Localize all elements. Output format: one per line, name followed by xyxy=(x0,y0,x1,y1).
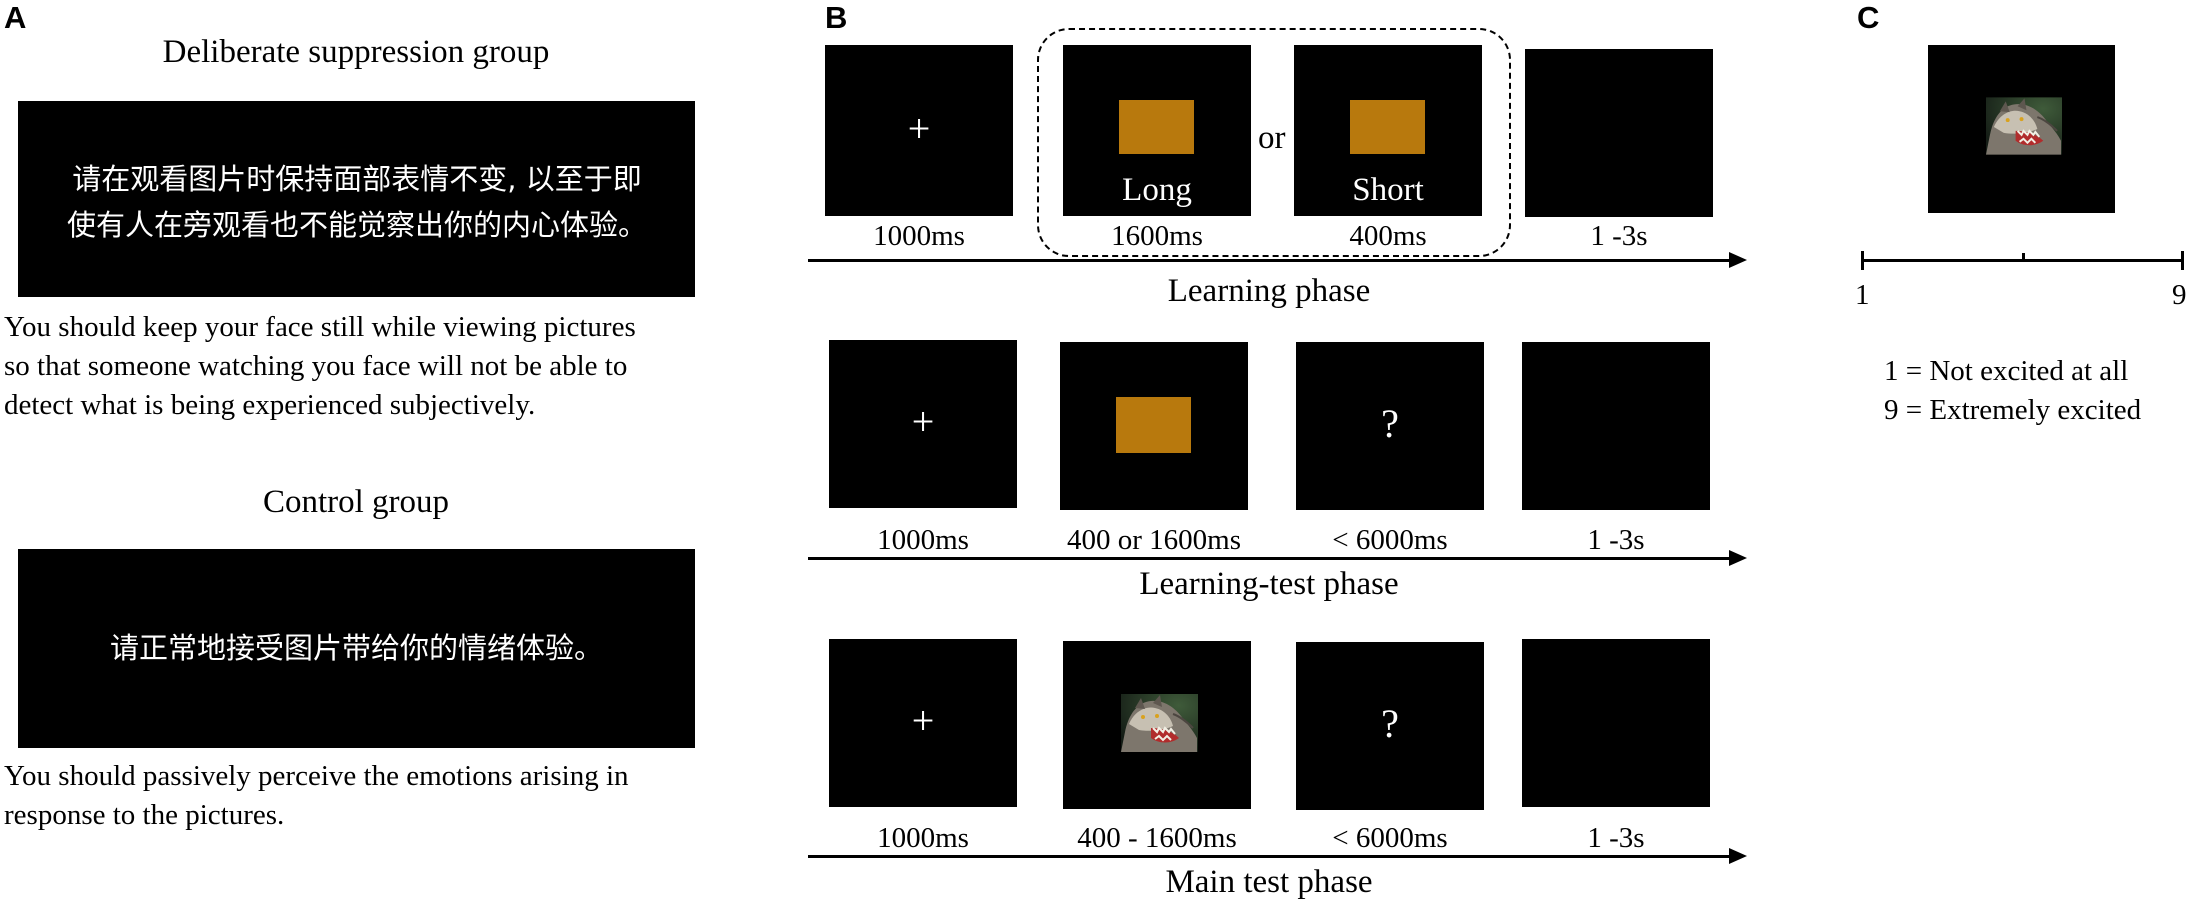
learning-duration-short: 400ms xyxy=(1349,220,1427,252)
main-test-fixation-screen: + xyxy=(829,639,1017,807)
rating-anchor-high: 9 = Extremely excited xyxy=(1884,394,2142,426)
learning-blank-screen xyxy=(1525,49,1713,217)
learning-test-phase-label: Learning-test phase xyxy=(1139,566,1399,602)
rating-stimulus-screen xyxy=(1928,45,2115,213)
panel-b-letter: B xyxy=(825,0,848,35)
control-group-title: Control group xyxy=(262,484,450,520)
learning-test-duration-blank: 1 -3s xyxy=(1587,524,1645,556)
question-mark: ? xyxy=(1381,401,1399,446)
main-test-duration-stimulus: 400 - 1600ms xyxy=(1077,822,1237,854)
suppression-english-line3: detect what is being experienced subject… xyxy=(4,389,536,421)
snarling-wolf-image xyxy=(1121,694,1198,752)
main-test-response-screen: ? xyxy=(1296,642,1484,810)
or-connector: or xyxy=(1258,120,1286,156)
learning-phase-label: Learning phase xyxy=(1167,273,1371,309)
suppression-instruction-screen: 请在观看图片时保持面部表情不变, 以至于即 使有人在旁观看也不能觉察出你的内心体… xyxy=(18,101,695,297)
orange-rectangle-stimulus xyxy=(1116,397,1191,453)
rating-scale-mid-tick xyxy=(2022,253,2025,260)
learning-test-response-screen: ? xyxy=(1296,342,1484,510)
rating-scale-anchors: 1 = Not excited at all 9 = Extremely exc… xyxy=(1884,352,2141,430)
main-test-duration-blank: 1 -3s xyxy=(1587,822,1645,854)
learning-test-duration-stimulus: 400 or 1600ms xyxy=(1067,524,1241,556)
suppression-instruction-chinese-line2: 使有人在旁观看也不能觉察出你的内心体验。 xyxy=(66,208,647,242)
rating-scale-right-tick xyxy=(2181,251,2184,270)
long-label: Long xyxy=(1122,172,1192,208)
learning-duration-long: 1600ms xyxy=(1111,220,1203,252)
panel-c-letter: C xyxy=(1857,0,1880,35)
rating-scale-left-tick xyxy=(1861,251,1864,270)
main-test-stimulus-screen xyxy=(1063,641,1251,809)
orange-rectangle-stimulus xyxy=(1119,100,1194,154)
fixation-cross: + xyxy=(911,399,935,444)
control-instruction-chinese: 请正常地接受图片带给你的情绪体验。 xyxy=(109,631,603,665)
main-test-duration-fixation: 1000ms xyxy=(877,822,969,854)
suppression-instruction-english: You should keep your face still while vi… xyxy=(4,308,636,425)
control-english-line1: You should passively perceive the emotio… xyxy=(4,760,629,792)
learning-duration-fixation: 1000ms xyxy=(873,220,965,252)
suppression-group-title: Deliberate suppression group xyxy=(162,34,550,70)
main-test-duration-response: < 6000ms xyxy=(1332,822,1448,854)
main-test-phase-label: Main test phase xyxy=(1165,864,1373,900)
learning-short-stimulus-screen: Short xyxy=(1294,45,1482,216)
main-test-blank-screen xyxy=(1522,639,1710,807)
control-instruction-screen: 请正常地接受图片带给你的情绪体验。 xyxy=(18,549,695,748)
suppression-english-line1: You should keep your face still while vi… xyxy=(4,311,636,343)
orange-rectangle-stimulus xyxy=(1350,100,1425,154)
learning-test-blank-screen xyxy=(1522,342,1710,510)
learning-timeline-arrow xyxy=(808,252,1747,268)
suppression-english-line2: so that someone watching you face will n… xyxy=(4,350,628,382)
fixation-cross: + xyxy=(911,698,935,743)
panel-a-letter: A xyxy=(4,0,27,35)
short-label: Short xyxy=(1352,172,1424,208)
fixation-cross: + xyxy=(907,106,931,151)
suppression-instruction-chinese-line1: 请在观看图片时保持面部表情不变, 以至于即 xyxy=(72,162,642,196)
rating-anchor-low: 1 = Not excited at all xyxy=(1884,355,2129,387)
learning-test-timeline-arrow xyxy=(808,550,1747,566)
rating-scale-line xyxy=(1862,259,2184,262)
learning-test-duration-response: < 6000ms xyxy=(1332,524,1448,556)
control-instruction-english: You should passively perceive the emotio… xyxy=(4,757,629,835)
learning-duration-blank: 1 -3s xyxy=(1590,220,1648,252)
control-english-line2: response to the pictures. xyxy=(4,799,285,831)
stimulus-alternatives-dashed-box xyxy=(1037,28,1511,257)
question-mark: ? xyxy=(1381,701,1399,746)
main-test-timeline-arrow xyxy=(808,848,1747,864)
snarling-wolf-image xyxy=(1986,97,2062,155)
learning-test-stimulus-screen xyxy=(1060,342,1248,510)
learning-test-fixation-screen: + xyxy=(829,340,1017,508)
learning-long-stimulus-screen: Long xyxy=(1063,45,1251,216)
learning-fixation-screen: + xyxy=(825,45,1013,216)
learning-test-duration-fixation: 1000ms xyxy=(877,524,969,556)
rating-scale-min: 1 xyxy=(1855,279,1870,311)
rating-scale-max: 9 xyxy=(2172,279,2187,311)
